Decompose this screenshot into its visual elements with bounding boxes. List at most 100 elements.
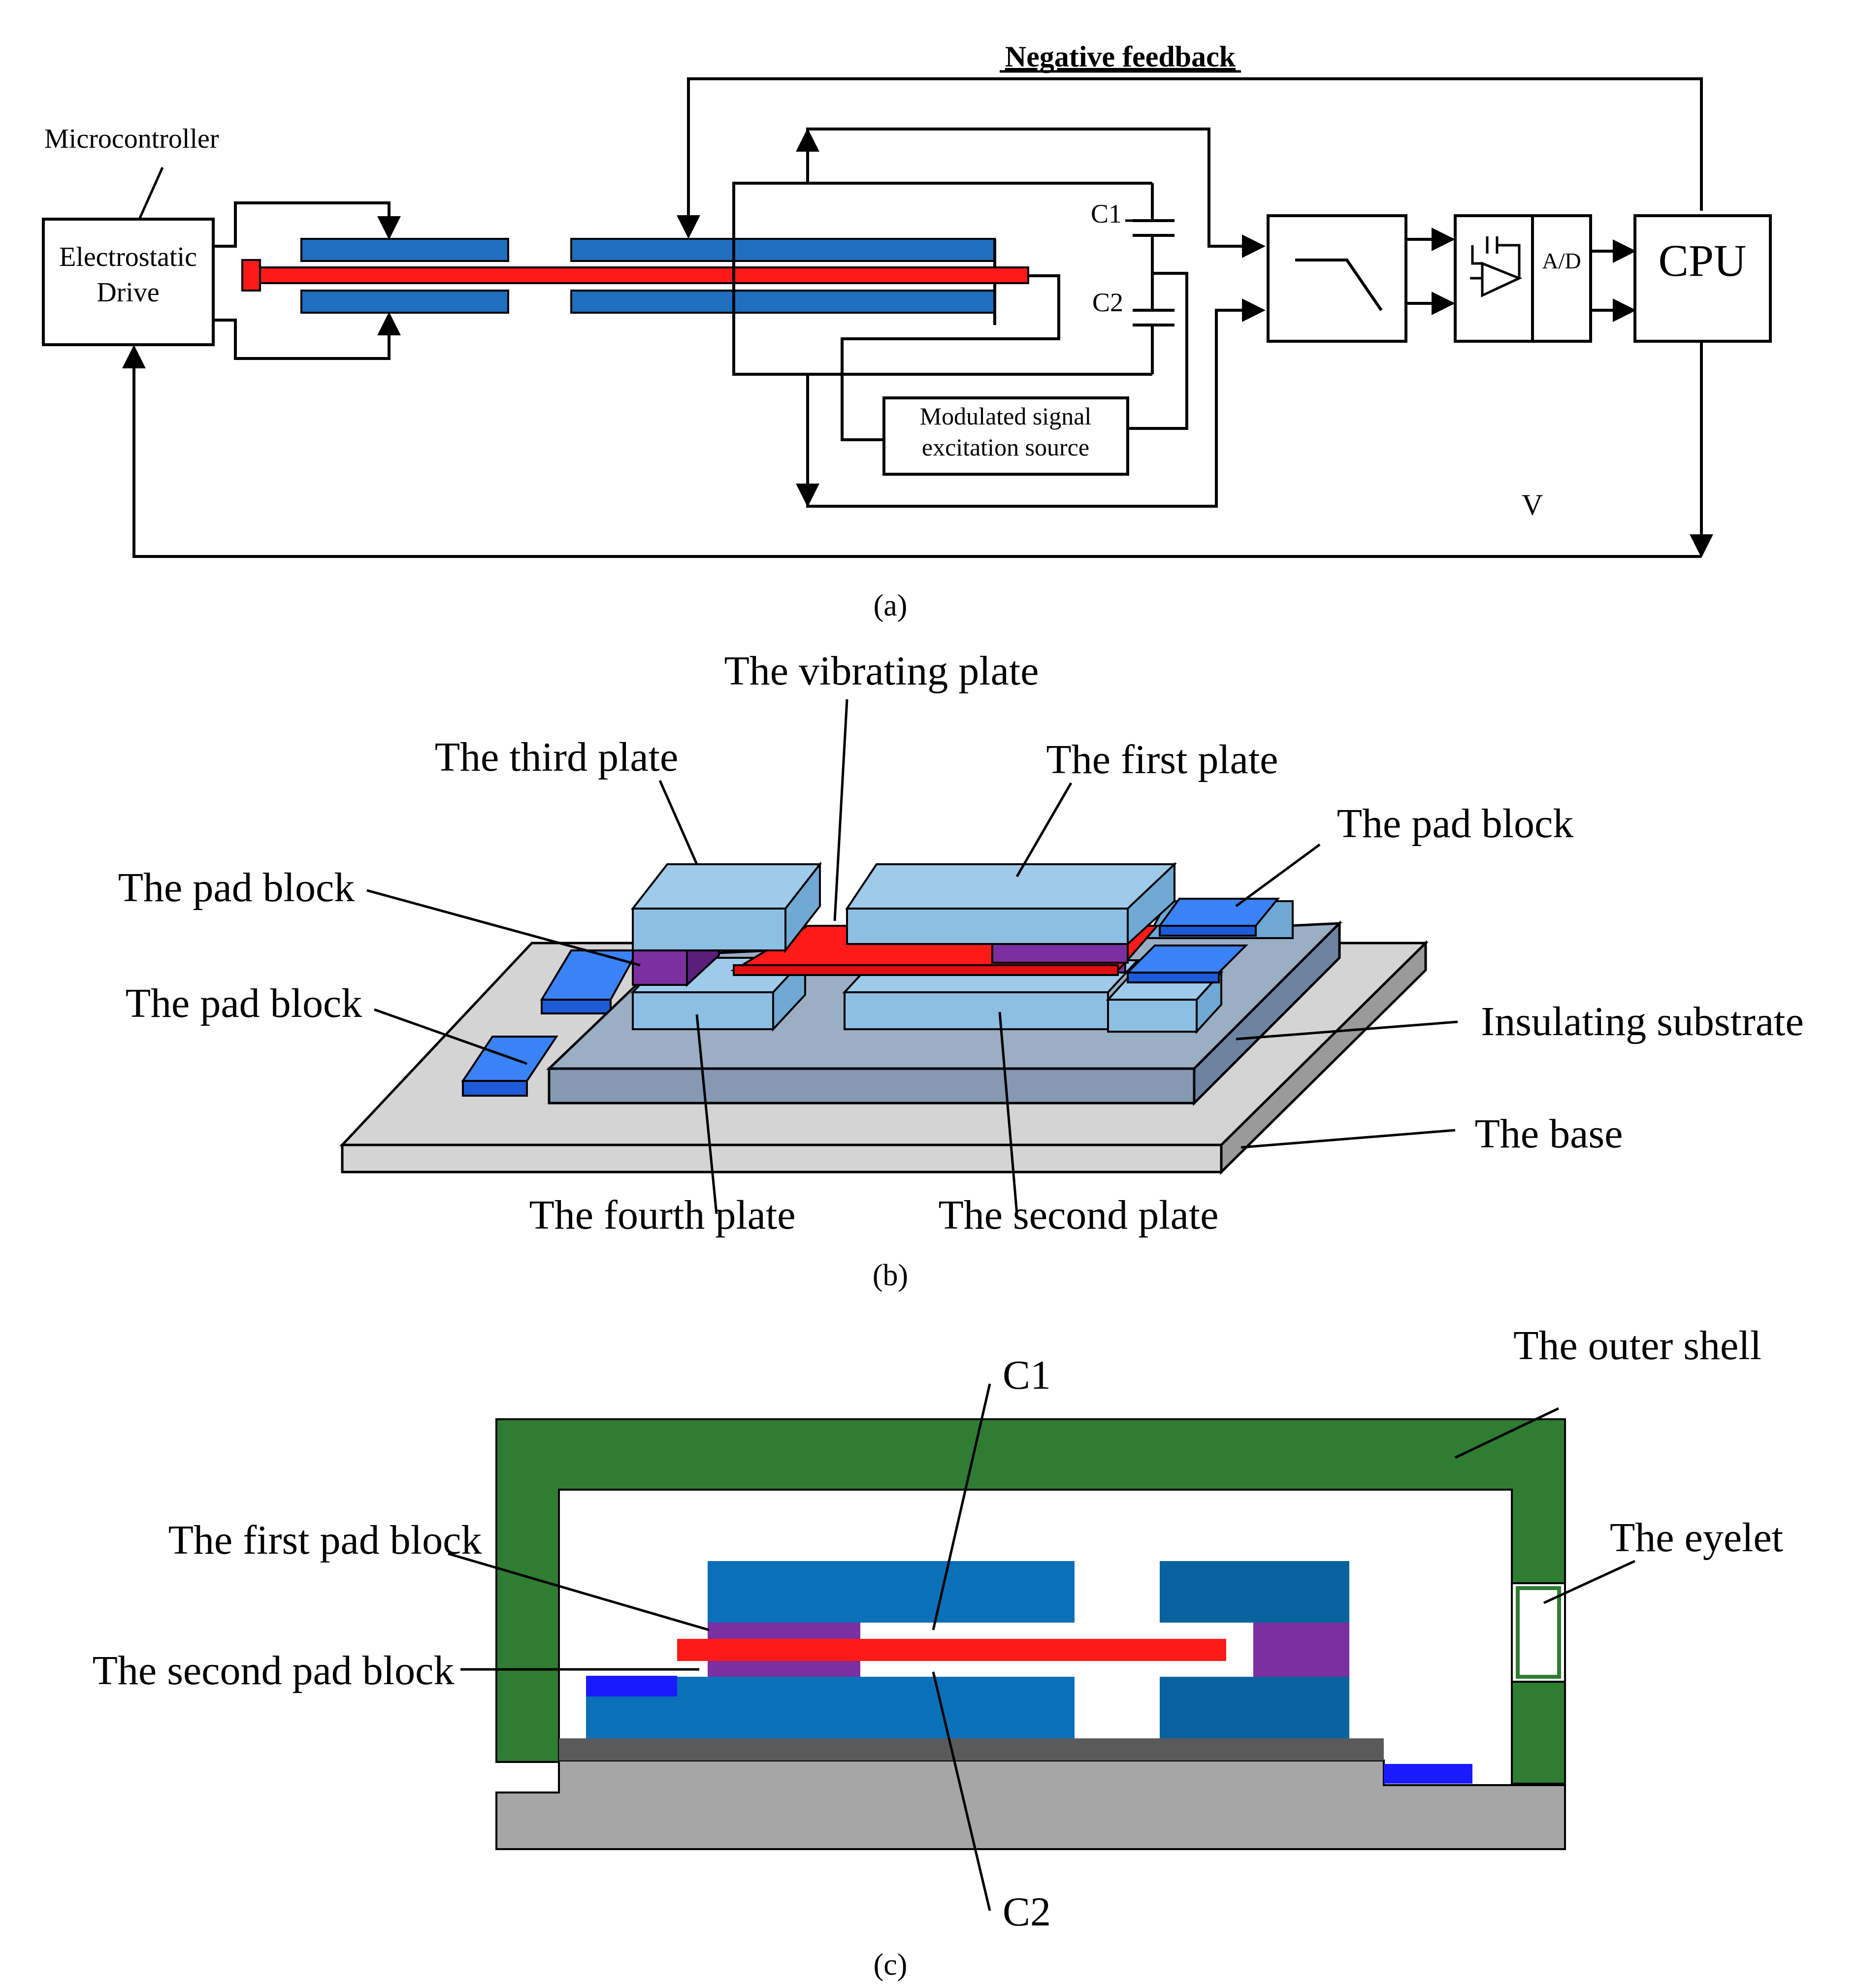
plate-upper-left-c [708, 1561, 1075, 1623]
caption-b: (b) [873, 1259, 908, 1292]
label-first-plate: The first plate [1046, 737, 1278, 782]
label-third-plate: The third plate [435, 734, 678, 780]
v-label: V [1522, 489, 1543, 521]
label-c2-c: C2 [1003, 1889, 1051, 1935]
sense-electrode-top [570, 238, 996, 262]
label-outer-shell: The outer shell [1513, 1323, 1761, 1369]
microcontroller-label: Microcontroller [44, 124, 219, 154]
adc-label: A/D [1542, 248, 1581, 273]
leader-eyelet [1543, 1560, 1636, 1604]
pad-block-right-upper [1158, 898, 1280, 927]
label-base: The base [1475, 1111, 1623, 1157]
cap-node-wire [732, 182, 1152, 376]
leader-pad-block-left-upper [366, 889, 641, 967]
drive-electrode-bottom [300, 290, 509, 314]
electrostatic-drive-label-2: Drive [97, 277, 160, 308]
output-wire-top [806, 128, 1266, 258]
blue-pad-left-c-top [586, 1676, 677, 1696]
first-plate-top [845, 863, 1177, 910]
vibrating-beam-anchor [241, 259, 261, 292]
leader-first-pad-block [448, 1552, 710, 1631]
modulated-source-label-2: excitation source [922, 433, 1089, 461]
first-plate-side [1127, 862, 1175, 946]
c2-label: C2 [1092, 288, 1123, 317]
first-plate-front [846, 908, 1129, 945]
leader-outer-shell [1454, 1407, 1560, 1459]
modulated-source-label-1: Modulated signal [920, 402, 1092, 430]
amplifier-icon [1470, 236, 1523, 297]
leader-second-plate [998, 1011, 1018, 1214]
label-pad-block-left-upper: The pad block [118, 865, 355, 911]
label-second-pad-block: The second pad block [93, 1648, 455, 1694]
label-first-pad-block: The first pad block [168, 1517, 482, 1563]
leader-base [1240, 1129, 1456, 1149]
label-vibrating-plate: The vibrating plate [724, 648, 1039, 694]
caption-a: (a) [874, 589, 908, 622]
sense-electrode-bottom [570, 290, 996, 314]
third-plate-side [784, 861, 821, 953]
leader-vibrating-plate [833, 699, 848, 921]
drive-electrode-top [300, 238, 509, 262]
leader-fourth-plate [695, 1014, 718, 1214]
c1-label: C1 [1091, 199, 1122, 228]
low-pass-filter-icon [1295, 259, 1383, 311]
drive-feedback-wire [122, 345, 1701, 558]
leader-first-plate [1015, 782, 1073, 878]
fourth-plate-front [632, 991, 774, 1030]
vibrating-plate-front [733, 964, 1119, 976]
electrostatic-drive-box [42, 218, 215, 346]
insulating-substrate-c [559, 1738, 1384, 1760]
microcontroller-pointer [138, 166, 164, 220]
leader-third-plate [658, 780, 698, 865]
blue-pad-right-c [1384, 1764, 1472, 1784]
label-second-plate: The second plate [938, 1192, 1218, 1238]
second-plate-front [844, 991, 1109, 1030]
leader-pad-block-right [1235, 843, 1321, 908]
leader-insulating-substrate [1236, 1020, 1458, 1041]
base-side [1220, 940, 1427, 1175]
modulated-source-box [882, 396, 1129, 476]
negative-feedback-loop [677, 77, 1703, 239]
leader-c2 [932, 1671, 991, 1911]
label-c1-c: C1 [1003, 1352, 1051, 1398]
insulating-substrate-side [1193, 920, 1341, 1107]
pad-block-left-lower-front [462, 1080, 528, 1097]
vibrating-plate-c [677, 1639, 1226, 1661]
plate-lower-left-c-step [677, 1696, 707, 1738]
cpu-label: CPU [1659, 235, 1747, 286]
low-pass-filter-box [1267, 214, 1407, 343]
label-insulating-substrate: Insulating substrate [1481, 999, 1804, 1044]
right-lower-plate-front [1107, 999, 1198, 1033]
pad-block-right-lower-front [1127, 972, 1220, 983]
beam-return-wire [841, 274, 1060, 441]
third-plate-front [632, 908, 786, 951]
label-eyelet: The eyelet [1610, 1515, 1783, 1561]
drive-wire-bottom [213, 312, 401, 360]
pad-purple-mid [991, 942, 1129, 964]
drive-wire-top [213, 201, 401, 248]
base-plate-c [495, 1760, 1566, 1850]
eyelet [1511, 1582, 1566, 1683]
pad-purple-left [632, 945, 688, 986]
eyelet-inner [1516, 1586, 1561, 1679]
vibrating-beam [259, 266, 1029, 284]
leader-c1 [932, 1383, 991, 1630]
plate-upper-right-c [1160, 1561, 1349, 1623]
panel-b: The vibrating plate The third plate The … [118, 648, 1804, 1292]
negative-feedback-label: Negative feedback [1005, 40, 1236, 73]
mid-node-wire [1128, 272, 1188, 430]
panel-a: Negative feedback Microcontroller Electr… [42, 40, 1772, 622]
label-fourth-plate: The fourth plate [529, 1192, 795, 1238]
caption-c: (c) [874, 1948, 908, 1982]
base-front [341, 1143, 1223, 1173]
cpu-box [1633, 214, 1772, 343]
plate-lower-right-c [1160, 1677, 1349, 1738]
insulating-substrate-front [548, 1067, 1196, 1105]
label-pad-block-left-lower: The pad block [126, 980, 362, 1026]
right-pad-block-c [1253, 1623, 1349, 1677]
electrostatic-drive-label-1: Electrostatic [59, 242, 197, 272]
leader-pad-block-left-lower [374, 1008, 527, 1065]
pad-block-left-upper-front [541, 999, 612, 1014]
pad-block-right-upper-front [1159, 925, 1257, 937]
